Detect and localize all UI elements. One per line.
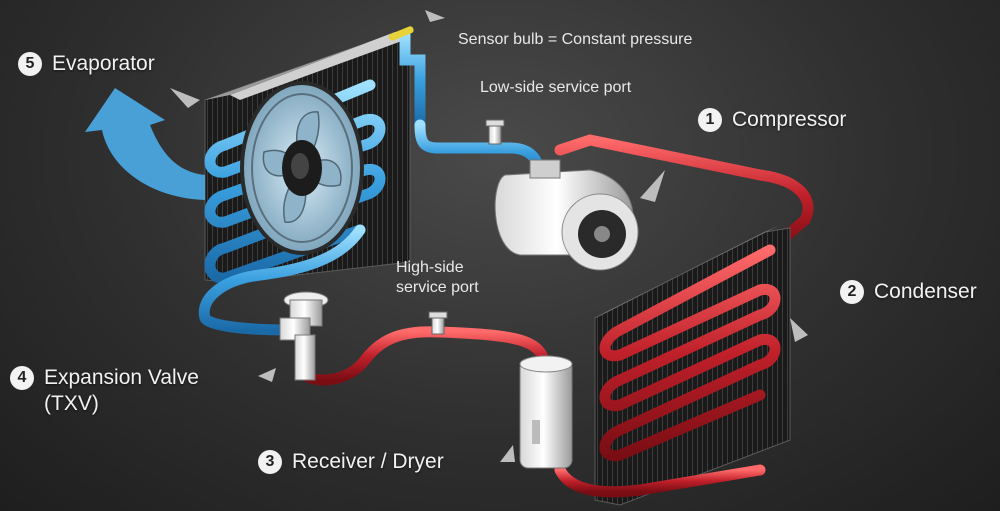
label-text: Evaporator bbox=[52, 52, 155, 75]
label-condenser: 2 Condenser bbox=[840, 280, 977, 304]
step-number-badge: 5 bbox=[18, 52, 42, 76]
expansion-pointer-icon bbox=[258, 368, 276, 382]
pointer-arrows bbox=[170, 10, 808, 462]
suction-line bbox=[414, 119, 546, 184]
step-number-badge: 2 bbox=[840, 280, 864, 304]
label-text: Expansion Valve bbox=[44, 366, 199, 389]
label-receiver-dryer: 3 Receiver / Dryer bbox=[258, 450, 444, 474]
step-number-badge: 4 bbox=[10, 366, 34, 390]
discharge-line bbox=[554, 134, 814, 256]
sensor-pointer-icon bbox=[425, 10, 445, 22]
compressor-pointer-icon bbox=[640, 170, 665, 202]
low-side-service-port bbox=[485, 119, 505, 145]
label-text: Condenser bbox=[874, 280, 977, 303]
label-evaporator: 5 Evaporator bbox=[18, 52, 155, 76]
annotation-sensor-bulb: Sensor bulb = Constant pressure bbox=[458, 31, 693, 48]
annotation-high-side-port: High-side service port bbox=[396, 258, 479, 298]
step-number-badge: 3 bbox=[258, 450, 282, 474]
condenser-pointer-icon bbox=[790, 318, 808, 342]
evaporator-coils bbox=[198, 29, 426, 336]
condenser-coils bbox=[554, 244, 781, 498]
expansion-valve bbox=[279, 291, 329, 381]
step-number-badge: 1 bbox=[698, 108, 722, 132]
label-text: Receiver / Dryer bbox=[292, 450, 444, 473]
label-expansion-valve: 4 Expansion Valve (TXV) bbox=[10, 365, 199, 417]
label-text: Compressor bbox=[732, 108, 847, 131]
compressor bbox=[494, 159, 639, 271]
receiver-pointer-icon bbox=[500, 445, 515, 462]
evaporator-pointer-icon bbox=[170, 88, 200, 108]
annotation-line: service port bbox=[396, 279, 479, 296]
high-side-service-port bbox=[428, 311, 448, 335]
fan-icon bbox=[240, 81, 364, 255]
annotation-line: High-side bbox=[396, 259, 464, 276]
sensor-bulb bbox=[388, 26, 414, 41]
airflow-arrow-icon bbox=[85, 88, 205, 200]
liquid-line bbox=[299, 326, 551, 386]
label-text-sub: (TXV) bbox=[44, 392, 99, 415]
label-compressor: 1 Compressor bbox=[698, 108, 846, 132]
annotation-low-side-port: Low-side service port bbox=[480, 79, 632, 96]
receiver-dryer bbox=[519, 355, 573, 469]
